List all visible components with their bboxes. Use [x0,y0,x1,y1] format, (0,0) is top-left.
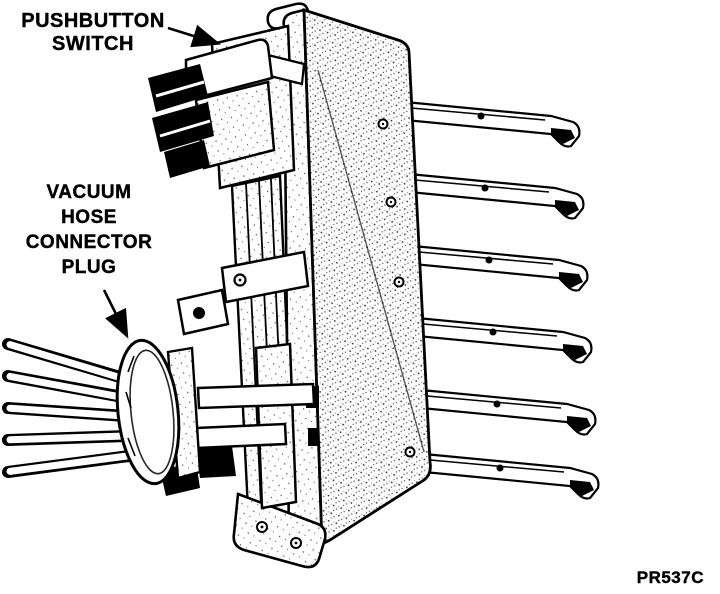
linkage-bar [196,382,316,410]
body-base-foot [232,492,327,569]
label-line: CONNECTOR [25,232,153,253]
body-slot [308,428,319,446]
label-pushbutton-switch: PUSHBUTTON SWITCH [12,10,174,56]
callout-arrows [102,24,221,339]
button-lever [415,316,593,364]
body-edge-highlight [317,69,425,453]
vacuum-hose [2,430,133,446]
vacuum-connector-plug [115,338,202,486]
linkage-block-black [196,446,236,478]
body-front-face [302,8,432,547]
switch-terminal-black [148,64,208,112]
vacuum-plug-arrow [102,289,129,339]
vacuum-hose [2,338,136,386]
vacuum-hose [2,402,132,422]
plug-linkage [160,342,316,510]
label-line: PLUG [61,257,117,278]
button-lever [419,388,597,436]
mounting-clamp [220,250,310,304]
linkage-bar [194,422,288,450]
button-lever [422,452,600,500]
pushbutton-arrow [167,24,221,48]
button-lever [411,244,589,292]
pushbutton-levers [403,100,600,500]
label-line: HOSE [61,207,117,228]
screw-holes [256,118,416,549]
switch-terminal-black [164,140,210,178]
label-line: SWITCH [52,33,134,55]
label-vacuum-hose-connector-plug: VACUUM HOSE CONNECTOR PLUG [10,180,168,280]
switch-terminal-black [152,102,214,152]
button-lever [407,172,585,220]
vacuum-hoses [2,338,136,478]
pushbutton-switch-assembly [148,24,306,190]
mounting-tab [176,288,230,336]
vacuum-hose [2,450,135,478]
plug-face-inner [129,349,175,475]
vacuum-hose [2,370,134,404]
label-line: PUSHBUTTON [21,10,165,32]
button-lever [403,100,581,148]
figure-reference-code: PR537C [636,568,704,587]
label-line: VACUUM [46,182,132,203]
